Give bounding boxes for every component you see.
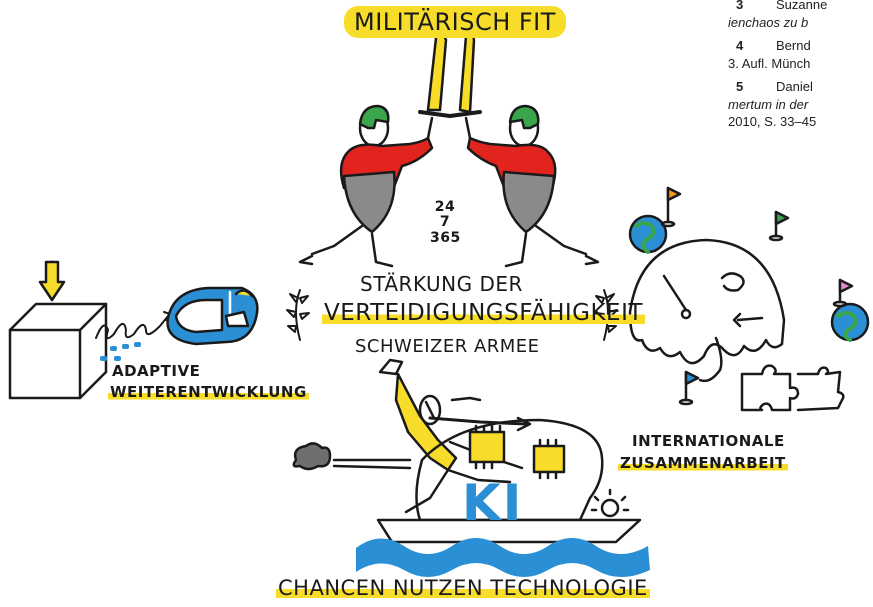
wave-icon bbox=[356, 538, 650, 577]
fencer-right-icon bbox=[450, 30, 598, 266]
counter-text: 24 7 365 bbox=[430, 200, 460, 246]
puzzle-icon bbox=[742, 366, 843, 410]
right-line-2: ZUSAMMENARBEIT bbox=[618, 454, 788, 472]
jellyfish-icon bbox=[630, 240, 784, 381]
capsule-icon bbox=[168, 288, 258, 344]
smoke-icon bbox=[294, 443, 410, 469]
globe-icon-left bbox=[630, 216, 666, 252]
chip-icon-left bbox=[470, 426, 504, 468]
right-line-1: INTERNATIONALE bbox=[632, 432, 785, 450]
ki-label: KI bbox=[462, 474, 523, 532]
left-line-2: WEITERENTWICKLUNG bbox=[108, 383, 309, 401]
flag-icon-pink bbox=[834, 280, 852, 306]
gear-icon bbox=[592, 490, 628, 516]
globe-icon-right bbox=[832, 304, 868, 340]
center-line-2: VERTEIDIGUNGSFÄHIGKEIT bbox=[322, 300, 645, 326]
chip-icon-right bbox=[534, 440, 564, 478]
left-line-1: ADAPTIVE bbox=[112, 362, 200, 380]
flag-icon-blue bbox=[680, 372, 698, 404]
flag-icon-green bbox=[770, 212, 788, 240]
bottom-caption: CHANCEN NUTZEN TECHNOLOGIE bbox=[276, 576, 650, 600]
center-line-1: STÄRKUNG DER bbox=[360, 272, 523, 296]
arrow-down-icon bbox=[40, 262, 64, 300]
center-line-3: SCHWEIZER ARMEE bbox=[355, 336, 540, 357]
fencer-left-icon bbox=[300, 30, 450, 266]
page-title: MILITÄRISCH FIT bbox=[344, 8, 566, 36]
laurel-left-icon bbox=[287, 290, 309, 340]
box-icon bbox=[10, 304, 106, 398]
flag-icon-orange bbox=[662, 188, 680, 226]
